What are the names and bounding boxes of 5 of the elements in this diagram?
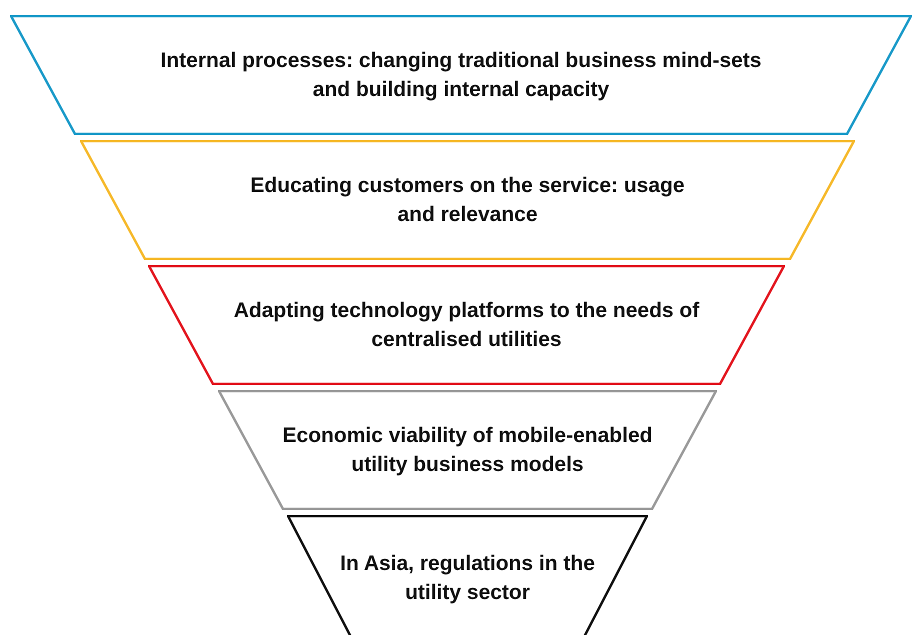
segment-label: Economic viability of mobile-enabled utility business models bbox=[282, 423, 654, 478]
segment-label: In Asia, regulations in the utility sector bbox=[339, 550, 596, 606]
segment-label: Educating customers on the service: usage and relevance bbox=[249, 173, 686, 228]
segment-label: Adapting technology platforms to the needs of centralised utilities bbox=[232, 298, 700, 353]
segment-label: Internal processes: changing traditional business mind-sets and building internal capacity bbox=[160, 48, 762, 103]
